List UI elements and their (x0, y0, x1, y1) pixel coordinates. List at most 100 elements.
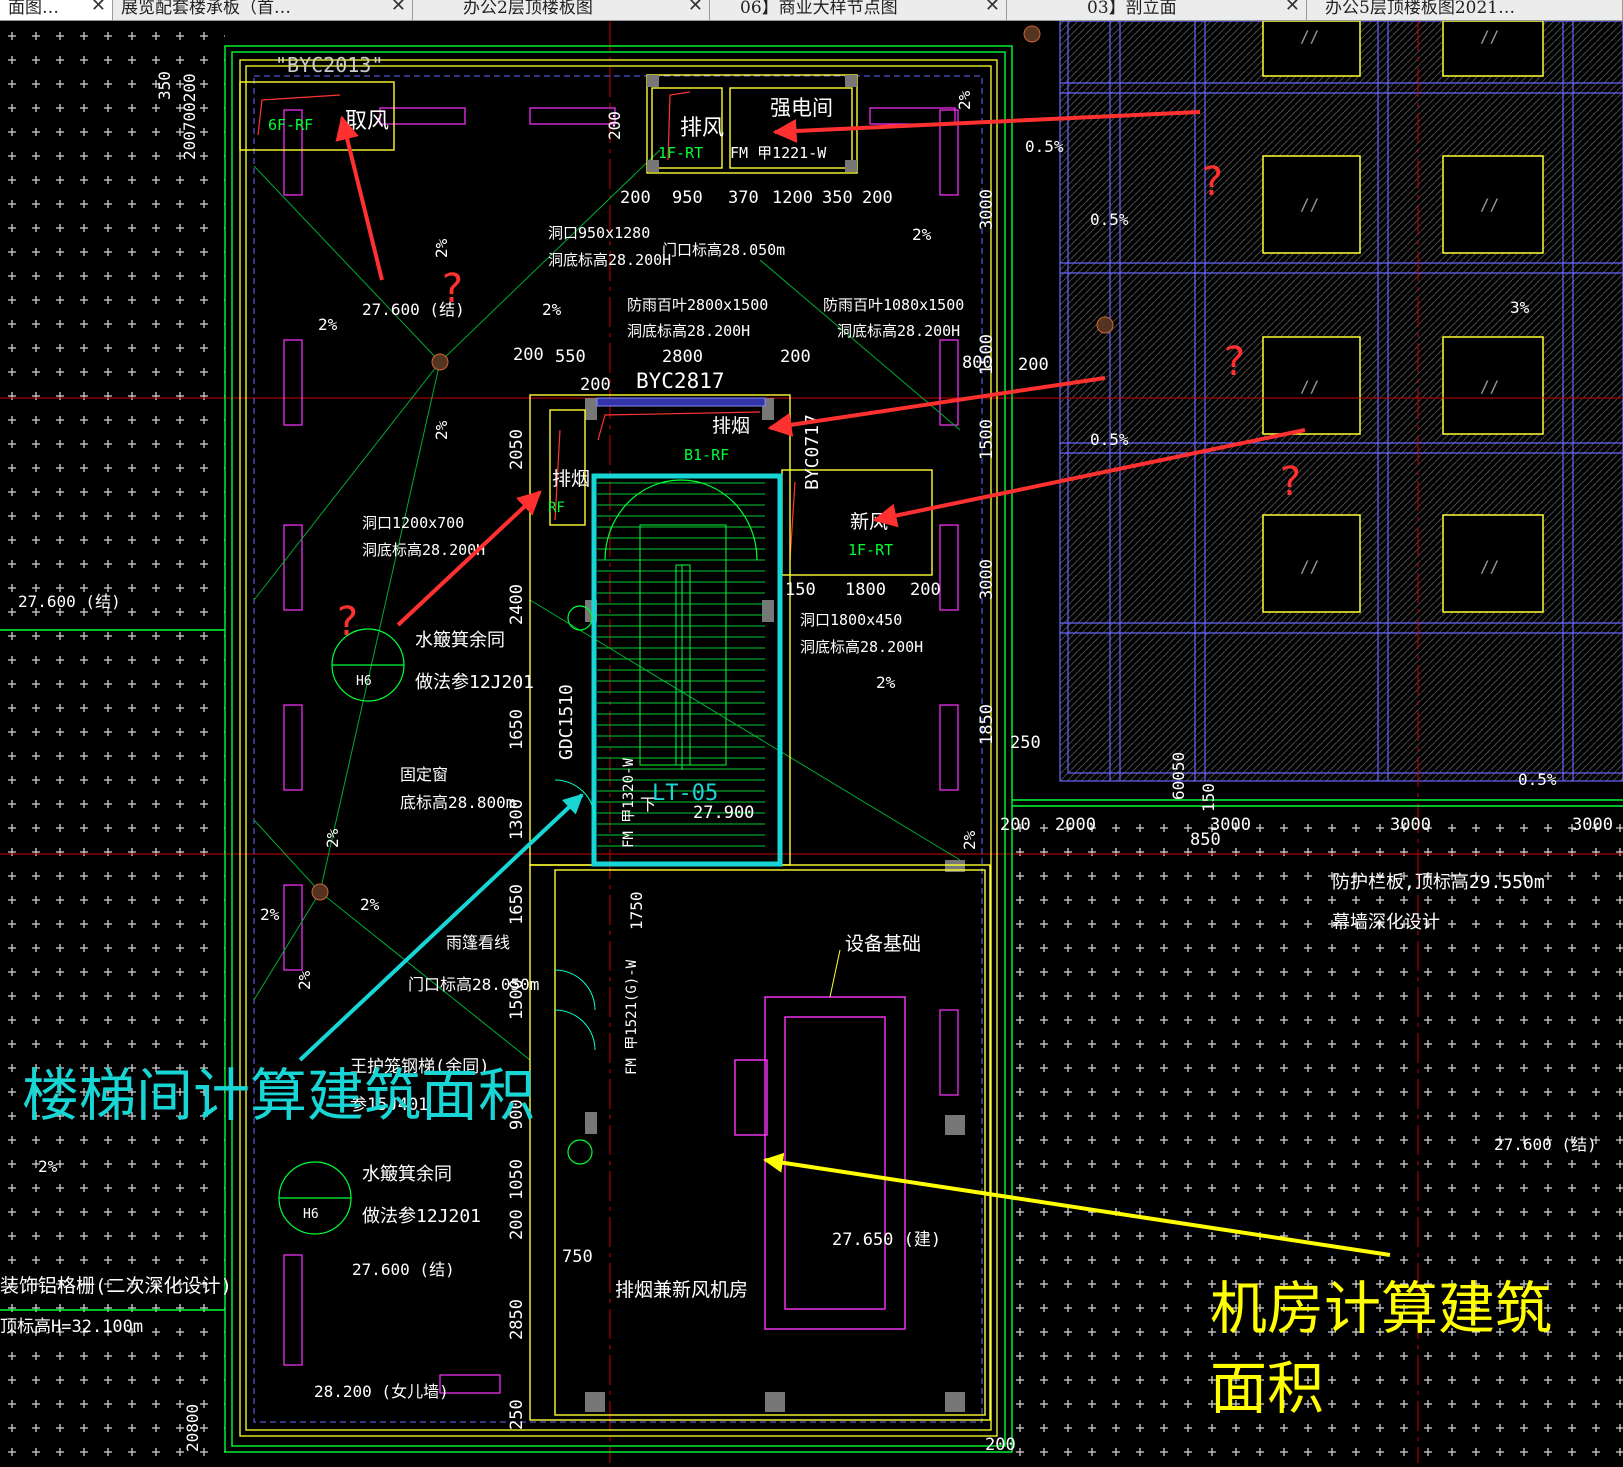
tab-label: 办公2层顶楼板图 (463, 0, 593, 18)
dim-left-vertical: 2850 (507, 1299, 527, 1340)
building-outline (0, 45, 1623, 1453)
roof-openings (1262, 20, 1544, 613)
dim-left-vertical: 1650 (507, 884, 527, 925)
grille-label: 装饰铝格栅(二次深化设计) (0, 1275, 232, 1297)
window-byc2817-label: BYC2817 (636, 369, 725, 393)
site-dots-right (1010, 815, 1623, 1463)
hatch-mark: // (1480, 377, 1499, 396)
tab-3[interactable]: 06】商业大样节点图 ✕ (710, 0, 1007, 20)
hole-1200: 洞口1200x700 (362, 514, 464, 532)
fan-tag-1f-rt: 1F-RT (848, 541, 893, 559)
question-mark: ? (1200, 159, 1224, 205)
fixed-window-elev: 底标高28.800m (400, 793, 515, 812)
dim-right-250: 250 (1010, 733, 1041, 753)
dim-left-vertical: 2050 (507, 429, 527, 470)
tab-4[interactable]: 03】剖立面 ✕ (1007, 0, 1307, 20)
slope-label: 2% (295, 970, 314, 990)
dim-left-vertical: 200 (507, 1209, 527, 1240)
dim-right-vertical: 3000 (977, 559, 997, 600)
fm-door-top: FM 甲1221-W (730, 144, 827, 162)
rain-louver-1: 防雨百叶2800x1500 (627, 296, 768, 314)
handrail-ref: 参15J401 (350, 1095, 428, 1115)
vertical-labels: GDC1510 FM 甲1320-W FM 甲1521(G)-W BYC0717… (155, 71, 1218, 1452)
window-byc2817 (596, 397, 766, 407)
fm-stair-label: FM 甲1320-W (621, 758, 637, 848)
slope-label: 2% (432, 420, 451, 440)
byc0717-label: BYC0717 (802, 414, 823, 490)
electric-room-label: 强电间 (770, 96, 833, 120)
dim-left-top-0: 200700200 (180, 73, 199, 160)
handrail-label: 王护笼钢梯(余同) (350, 1057, 489, 1077)
hatch-mark: // (1300, 377, 1319, 396)
dim-1750: 1750 (627, 891, 646, 930)
dim-left-vertical: 1300 (507, 799, 527, 840)
dim-mid: 200 (780, 347, 811, 367)
guard-panel: 防护栏板,顶标高29.550m (1332, 872, 1545, 893)
dim-mid: 200 (513, 345, 544, 365)
close-icon[interactable]: ✕ (90, 0, 106, 16)
dim-60050: 60050 (1169, 752, 1188, 800)
water-tank-2: 水簸箕余同 (362, 1164, 452, 1185)
fan-room-label: 排烟兼新风机房 (615, 1279, 748, 1301)
fixed-window-label: 固定窗 (400, 765, 448, 784)
slope-label: 0.5% (1518, 770, 1557, 789)
dim-top-vertical: 200 (605, 111, 624, 140)
dim-mid: 550 (555, 347, 586, 367)
exhaust-label: 排风 (680, 116, 724, 141)
dim-top: 370 (728, 188, 759, 208)
dimension-texts: 200 950 370 1200 350 200 200 550 2800 20… (513, 188, 1613, 1455)
dim-top: 200 (620, 188, 651, 208)
hatch-mark: // (1300, 557, 1319, 576)
water-tank-1b: 做法参12J201 (415, 672, 534, 693)
close-icon[interactable]: ✕ (984, 0, 1000, 16)
stair-area-highlight[interactable] (591, 473, 783, 867)
slope-label: 2% (323, 828, 342, 848)
close-icon[interactable]: ✕ (1284, 0, 1300, 16)
hole-1200-elev: 洞底标高28.200H (362, 541, 485, 559)
slope-label: 0.5% (1090, 430, 1129, 449)
curtain-wall: 幕墙深化设计 (1332, 912, 1440, 933)
tab-label: 办公5层顶楼板图2021… (1325, 0, 1516, 18)
floor-plan-svg[interactable]: // // // // // // // // (0, 20, 1623, 1463)
slope-label: 3% (1510, 298, 1530, 317)
hole-1800-elev: 洞底标高28.200H (800, 638, 923, 656)
tab-5[interactable]: 办公5层顶楼板图2021… (1307, 0, 1623, 20)
tab-label: 03】剖立面 (1087, 0, 1177, 18)
dim-bottom-200: 200 (985, 1435, 1016, 1455)
cyan-arrow (298, 793, 584, 1062)
question-mark: ? (335, 599, 359, 645)
slope-label: 2% (38, 1157, 58, 1176)
fan-tag-6f: 6F-RF (268, 116, 313, 134)
tab-1[interactable]: 展览配套楼承板（首…✕ (113, 0, 413, 20)
stair-elev: 27.900 (693, 803, 754, 823)
slope-label: 0.5% (1025, 137, 1064, 156)
dim-bottom-right: 200 (1000, 815, 1031, 835)
dim-bottom-right: 3000 (1572, 815, 1613, 835)
hatch-mark: // (1480, 557, 1499, 576)
machine-area-annotation-1: 机房计算建筑 (1210, 1276, 1552, 1342)
water-tank-1: 水簸箕余同 (415, 630, 505, 651)
stair-area-annotation: 楼梯间计算建筑面积 (22, 1063, 535, 1129)
slope-label: 2% (955, 90, 974, 110)
drain-slots (283, 107, 959, 1394)
close-icon[interactable]: ✕ (390, 0, 406, 16)
slope-label: 2% (432, 238, 451, 258)
rain-louver-1-elev: 洞底标高28.200H (627, 322, 750, 340)
document-tab-bar: 面图…✕ 展览配套楼承板（首…✕ 办公2层顶楼板图 ✕ 06】商业大样节点图 ✕ 0… (0, 0, 1623, 21)
top-rooms (239, 74, 858, 174)
dim-bottom-right: 3000 (1210, 815, 1251, 835)
fan-symbols (257, 91, 796, 561)
red-arrows (335, 110, 1306, 627)
tab-0[interactable]: 面图…✕ (0, 0, 113, 20)
tab-2[interactable]: 办公2层顶楼板图 ✕ (413, 0, 710, 20)
dim-bottom-right: 2000 (1055, 815, 1096, 835)
dim-bottom-right: 850 (1190, 830, 1221, 850)
fm-lower-label: FM 甲1521(G)-W (624, 959, 640, 1075)
dim-right-vertical: 1850 (977, 704, 997, 745)
dim-left-vertical: 1050 (507, 1159, 527, 1200)
close-icon[interactable]: ✕ (687, 0, 703, 16)
hole1-size: 洞口950x1280 (548, 224, 650, 242)
slope-labels: 2% 2% 2% 2% 2% 2% 2% 0.5% 0.5% 0.5% 0.5%… (38, 90, 1557, 1176)
tab-label: 06】商业大样节点图 (740, 0, 898, 18)
cad-drawing-canvas[interactable]: // // // // // // // // (0, 20, 1623, 1463)
